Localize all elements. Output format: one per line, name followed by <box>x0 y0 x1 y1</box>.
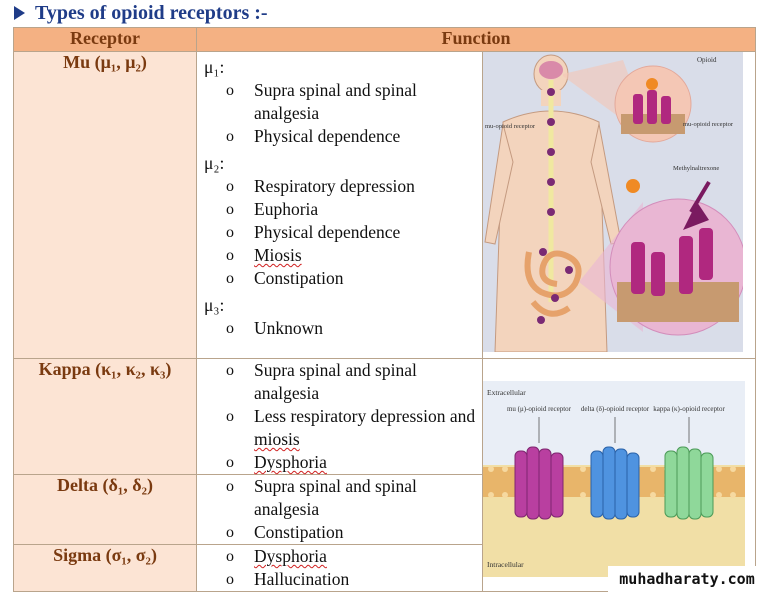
function-text: Hallucination <box>254 569 350 589</box>
list-item: o Euphoria <box>197 198 482 221</box>
list-item: o Supra spinal and spinal analgesia <box>197 79 482 125</box>
function-list: o Unknown <box>197 317 482 340</box>
label-delta-receptor: delta (δ)-opioid receptor <box>581 405 650 413</box>
receptor-name: Kappa (κ₁, κ₂, κ₃) <box>13 358 197 475</box>
circle-bullet-icon: o <box>226 82 234 99</box>
function-text: Euphoria <box>254 199 319 219</box>
function-text: Physical dependence <box>254 126 401 146</box>
list-item: o Dysphoria <box>197 545 482 568</box>
label-mu-right: mu-opioid receptor <box>683 121 734 128</box>
body-diagram-figure: Opioid mu-opioid receptor mu-opioid rece… <box>483 52 743 352</box>
function-text: Less respiratory depression and miosis <box>254 406 476 449</box>
function-text: Dysphoria <box>254 452 327 472</box>
circle-bullet-icon: o <box>226 320 234 337</box>
circle-bullet-icon: o <box>226 247 234 264</box>
circle-bullet-icon: o <box>226 478 234 495</box>
list-item: o Miosis <box>197 244 482 267</box>
function-text: Supra spinal and spinal analgesia <box>254 476 417 519</box>
watermark-text: muhadharaty.com <box>608 566 766 592</box>
circle-bullet-icon: o <box>226 224 234 241</box>
label-antagonist: Methylnaltrexone <box>673 165 719 172</box>
receptor-types-illustration: Extracellular Intracellular mu (μ)-opioi… <box>481 358 757 592</box>
subtype-label: μ₂: <box>204 153 225 173</box>
circle-bullet-icon: o <box>226 362 234 379</box>
receptor-name: Sigma (σ₁, σ₂) <box>13 544 197 592</box>
list-item: o Less respiratory depression and miosis <box>197 405 482 451</box>
table-header-row: Receptor Function <box>13 27 757 52</box>
mu-receptor-illustration: Opioid mu-opioid receptor mu-opioid rece… <box>481 51 757 359</box>
list-item: o Respiratory depression <box>197 175 482 198</box>
function-text: Constipation <box>254 522 344 542</box>
label-kappa-receptor: kappa (κ)-opioid receptor <box>653 405 725 413</box>
circle-bullet-icon: o <box>226 548 234 565</box>
label-mu-receptor: mu (μ)-opioid receptor <box>507 405 572 413</box>
table-row-delta: Delta (δ₁, δ₂) o Supra spinal and spinal … <box>13 474 756 545</box>
function-text: Constipation <box>254 268 344 288</box>
receptor-name: Delta (δ₁, δ₂) <box>13 474 197 545</box>
list-item: o Physical dependence <box>197 125 482 148</box>
label-extracellular: Extracellular <box>487 388 526 397</box>
function-text: Supra spinal and spinal analgesia <box>254 360 417 403</box>
page-title: Types of opioid receptors :- <box>14 1 268 25</box>
subtype-label: μ₃: <box>204 295 225 315</box>
function-text: Miosis <box>254 245 302 265</box>
circle-bullet-icon: o <box>226 270 234 287</box>
circle-bullet-icon: o <box>226 178 234 195</box>
label-intracellular: Intracellular <box>487 560 524 569</box>
circle-bullet-icon: o <box>226 408 234 425</box>
function-text: Respiratory depression <box>254 176 415 196</box>
list-item: o Unknown <box>197 317 482 340</box>
function-text: Supra spinal and spinal analgesia <box>254 80 417 123</box>
circle-bullet-icon: o <box>226 571 234 588</box>
subtype-label: μ₁: <box>204 57 225 77</box>
list-item: o Physical dependence <box>197 221 482 244</box>
header-function: Function <box>195 27 757 52</box>
page-title-text: Types of opioid receptors :- <box>35 1 268 24</box>
list-item: o Hallucination <box>197 568 482 591</box>
list-item: o Dysphoria <box>197 451 482 474</box>
label-opioid: Opioid <box>697 56 717 64</box>
circle-bullet-icon: o <box>226 454 234 471</box>
circle-bullet-icon: o <box>226 201 234 218</box>
function-text: Physical dependence <box>254 222 401 242</box>
function-text: Unknown <box>254 318 324 338</box>
membrane-receptors-figure: Extracellular Intracellular mu (μ)-opioi… <box>483 381 745 577</box>
arrow-bullet-icon <box>14 6 25 20</box>
header-receptor: Receptor <box>13 27 197 52</box>
list-item: o Constipation <box>197 267 482 290</box>
function-text: Dysphoria <box>254 546 327 566</box>
circle-bullet-icon: o <box>226 128 234 145</box>
label-mu-left: mu-opioid receptor <box>485 123 536 130</box>
list-item: o Supra spinal and spinal analgesia <box>197 475 482 521</box>
circle-bullet-icon: o <box>226 524 234 541</box>
list-item: o Supra spinal and spinal analgesia <box>197 359 482 405</box>
list-item: o Constipation <box>197 521 482 544</box>
receptor-name: Mu (μ₁, μ₂) <box>13 51 197 359</box>
